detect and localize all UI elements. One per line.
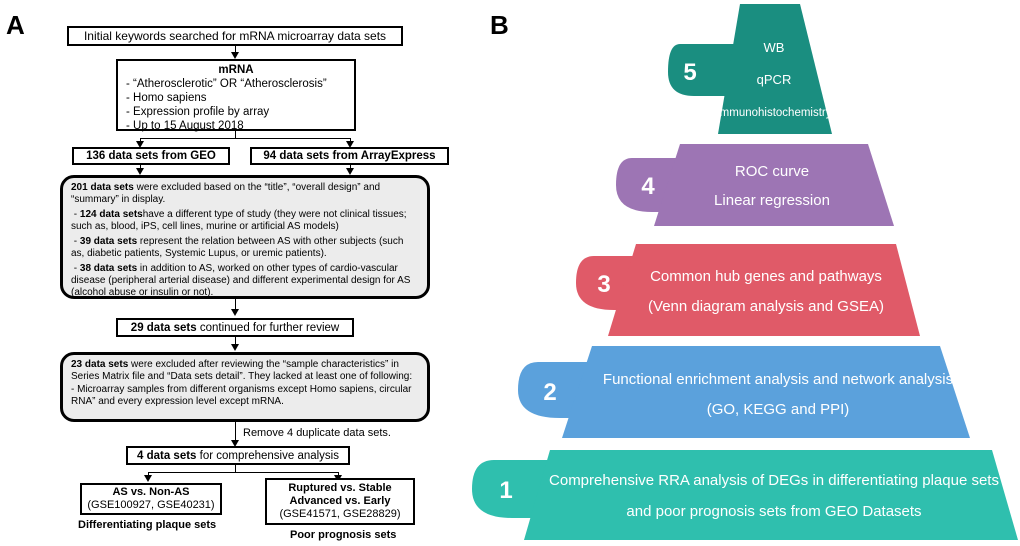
arrayexpress-datasets-box: 94 data sets from ArrayExpress xyxy=(250,147,449,165)
connector xyxy=(235,337,236,346)
pyramid-level-1: 1 Comprehensive RRA analysis of DEGs in … xyxy=(472,450,1018,540)
mrna-line: - Expression profile by array xyxy=(126,106,270,118)
level-text: Linear regression xyxy=(714,192,830,209)
excluded-reason: in addition to AS, worked on other types… xyxy=(71,263,411,298)
level-number: 2 xyxy=(543,379,556,406)
geo-datasets-box: 136 data sets from GEO xyxy=(72,147,230,165)
level-4-trapezoid xyxy=(654,144,894,226)
level-text: (GO, KEGG and PPI) xyxy=(707,401,850,418)
connector xyxy=(148,472,338,473)
connector xyxy=(235,299,236,311)
level-number: 1 xyxy=(499,477,512,504)
level-text: Immunohistochemistry xyxy=(716,107,831,119)
level-5-trapezoid xyxy=(718,4,832,134)
continued-count: 29 data sets xyxy=(130,322,197,334)
level-text: Comprehensive RRA analysis of DEGs in di… xyxy=(549,472,999,489)
excluded-count: 39 data sets xyxy=(79,236,138,247)
connector xyxy=(140,138,350,139)
comparison-title: Advanced vs. Early xyxy=(289,495,391,507)
continued-text: continued for further review xyxy=(196,322,340,334)
arrow-head xyxy=(231,309,239,316)
final-text: for comprehensive analysis xyxy=(196,450,339,462)
connector xyxy=(350,138,351,143)
excluded-count: 201 data sets xyxy=(71,182,134,193)
level-text: (Venn diagram analysis and GSEA) xyxy=(648,298,884,315)
arrow-head xyxy=(136,168,144,175)
excluded-reason: represent the relation between AS with o… xyxy=(71,236,404,259)
exclusion-box-1: 201 data sets were excluded based on the… xyxy=(60,175,430,299)
arrow-head xyxy=(144,475,152,482)
level-3-trapezoid xyxy=(608,244,920,336)
mrna-line: - Homo sapiens xyxy=(126,92,207,104)
excluded-reason: have a different type of study (they wer… xyxy=(71,209,407,232)
connector xyxy=(338,472,339,477)
excluded-count: 23 data sets xyxy=(71,359,129,370)
connector xyxy=(235,422,236,442)
arrow-head xyxy=(346,141,354,148)
connector xyxy=(235,131,236,138)
level-text: Common hub genes and pathways xyxy=(650,268,882,285)
remove-duplicates-note: Remove 4 duplicate data sets. xyxy=(243,427,391,439)
panel-a-letter: A xyxy=(6,10,25,40)
excluded-count: 38 data sets xyxy=(79,263,138,274)
pyramid-level-2: 2 Functional enrichment analysis and net… xyxy=(518,346,970,438)
level-text: Functional enrichment analysis and netwo… xyxy=(603,371,953,388)
final-datasets-box: 4 data sets for comprehensive analysis xyxy=(126,446,350,465)
arrow-head xyxy=(231,52,239,59)
level-2-trapezoid xyxy=(562,346,970,438)
connector xyxy=(140,138,141,143)
level-text: ROC curve xyxy=(735,163,809,180)
level-text: qPCR xyxy=(757,72,792,87)
connector xyxy=(148,472,149,477)
arrow-head xyxy=(231,440,239,447)
connector xyxy=(235,465,236,472)
level-number: 5 xyxy=(683,59,696,86)
connector xyxy=(350,165,351,170)
excluded-item: - Microarray samples from different orga… xyxy=(71,384,412,407)
comparison-title: Ruptured vs. Stable xyxy=(288,482,392,494)
arrow-head xyxy=(346,168,354,175)
mrna-title: mRNA xyxy=(218,64,254,76)
continued-review-box: 29 data sets continued for further revie… xyxy=(116,318,354,337)
level-number: 3 xyxy=(597,271,610,298)
connector xyxy=(140,165,141,170)
comparison-title: AS vs. Non-AS xyxy=(112,486,190,498)
level-1-trapezoid xyxy=(524,450,1018,540)
poor-prognosis-box: Ruptured vs. Stable Advanced vs. Early (… xyxy=(265,478,415,525)
initial-keywords-box: Initial keywords searched for mRNA micro… xyxy=(67,26,403,46)
differentiating-plaque-caption: Differentiating plaque sets xyxy=(78,519,217,531)
excluded-reason: were excluded after reviewing the “sampl… xyxy=(71,359,413,382)
final-count: 4 data sets xyxy=(137,450,197,462)
mrna-line: - “Atherosclerotic” OR “Atherosclerosis” xyxy=(126,78,327,90)
level-text: WB xyxy=(764,40,785,55)
connector xyxy=(235,46,236,54)
dataset-ids: (GSE100927, GSE40231) xyxy=(87,499,215,511)
excluded-reason: were excluded based on the “title”, “ove… xyxy=(71,182,381,205)
dataset-ids: (GSE41571, GSE28829) xyxy=(279,508,401,520)
pyramid-level-4: 4 ROC curve Linear regression xyxy=(616,144,894,226)
arrow-head xyxy=(231,344,239,351)
panel-b-letter: B xyxy=(490,10,509,40)
pyramid-level-3: 3 Common hub genes and pathways (Venn di… xyxy=(576,244,920,336)
mrna-criteria-box: mRNA - “Atherosclerotic” OR “Atheroscler… xyxy=(116,59,356,132)
arrow-head xyxy=(136,141,144,148)
exclusion-box-2: 23 data sets were excluded after reviewi… xyxy=(60,352,430,422)
differentiating-plaque-box: AS vs. Non-AS (GSE100927, GSE40231) xyxy=(80,483,222,515)
mrna-line: - Up to 15 August 2018 xyxy=(126,120,244,132)
pyramid-level-5: 5 WB qPCR Immunohistochemistry xyxy=(668,4,832,134)
excluded-count: 124 data sets xyxy=(79,209,143,220)
level-text: and poor prognosis sets from GEO Dataset… xyxy=(626,503,921,520)
level-number: 4 xyxy=(641,173,655,200)
poor-prognosis-caption: Poor prognosis sets xyxy=(290,529,397,541)
